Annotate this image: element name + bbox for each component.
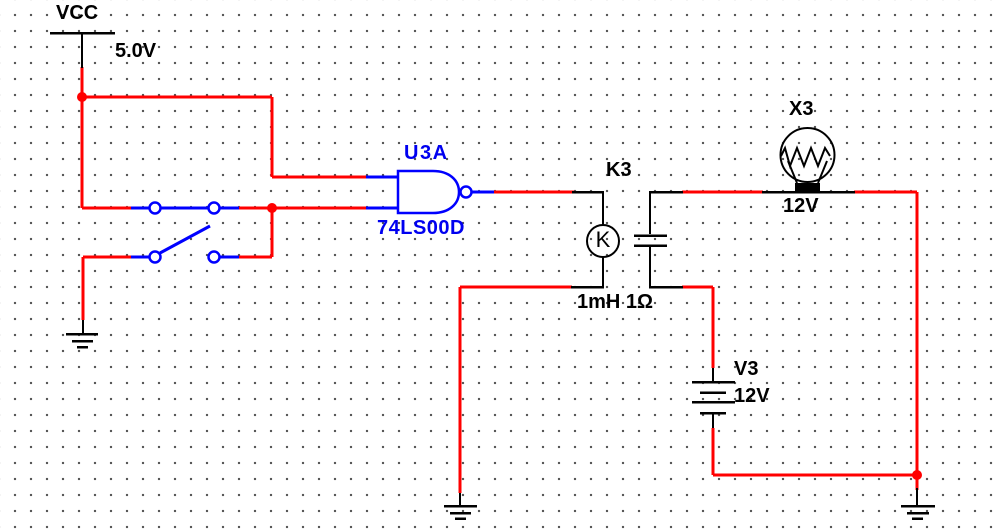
battery[interactable] <box>692 368 735 428</box>
spdt-switch[interactable] <box>131 201 239 264</box>
relay-refdes-label[interactable]: K3 <box>606 159 632 181</box>
wire-contact-battery-net[interactable] <box>682 285 715 368</box>
relay-coil-letter: K <box>595 227 611 252</box>
switch-lever[interactable] <box>159 224 211 255</box>
battery-voltage-label[interactable]: 12V <box>734 385 770 407</box>
nand-inversion-bubble <box>459 185 473 199</box>
junction-dot <box>912 470 922 480</box>
wire-switch-common-net[interactable] <box>239 206 366 259</box>
lamp[interactable] <box>762 127 855 194</box>
vcc-voltage-label[interactable]: 5.0V <box>115 40 157 62</box>
ground-symbol-battery[interactable] <box>901 488 935 520</box>
switch-contact <box>207 250 221 264</box>
relay-value-label[interactable]: 1mH 1Ω <box>577 291 654 313</box>
switch-contact <box>148 250 162 264</box>
gate-part-label[interactable]: 74LS00D <box>377 217 465 239</box>
battery-refdes-label[interactable]: V3 <box>734 358 759 380</box>
wire-coil-ground-net[interactable] <box>458 285 572 493</box>
vcc-power-symbol[interactable] <box>50 31 115 68</box>
switch-contact <box>207 201 221 215</box>
wire-switch-ground-net[interactable] <box>81 255 131 320</box>
ground-symbol-coil[interactable] <box>444 493 477 520</box>
relay-coil[interactable] <box>571 190 620 289</box>
junction-dot <box>77 92 87 102</box>
gate-refdes-label[interactable]: U3A <box>404 142 449 164</box>
nand-gate-body[interactable] <box>396 169 461 215</box>
switch-contact <box>148 201 162 215</box>
lamp-filament <box>780 145 831 170</box>
lamp-filament-support <box>817 160 828 184</box>
wire-contact-lamp-net[interactable] <box>682 190 919 490</box>
junction-dot <box>267 203 277 213</box>
ground-symbol-switch[interactable] <box>66 320 98 349</box>
nand-gate[interactable] <box>366 169 494 215</box>
relay-contact[interactable] <box>634 190 683 289</box>
lamp-refdes-label[interactable]: X3 <box>789 98 814 120</box>
lamp-filament-support <box>787 160 798 184</box>
lamp-base <box>795 183 820 193</box>
vcc-net-label[interactable]: VCC <box>56 2 99 24</box>
wire-vcc-net[interactable] <box>80 67 366 210</box>
wire-battery-ground-net[interactable] <box>711 428 917 477</box>
lamp-rating-label[interactable]: 12V <box>783 195 819 217</box>
